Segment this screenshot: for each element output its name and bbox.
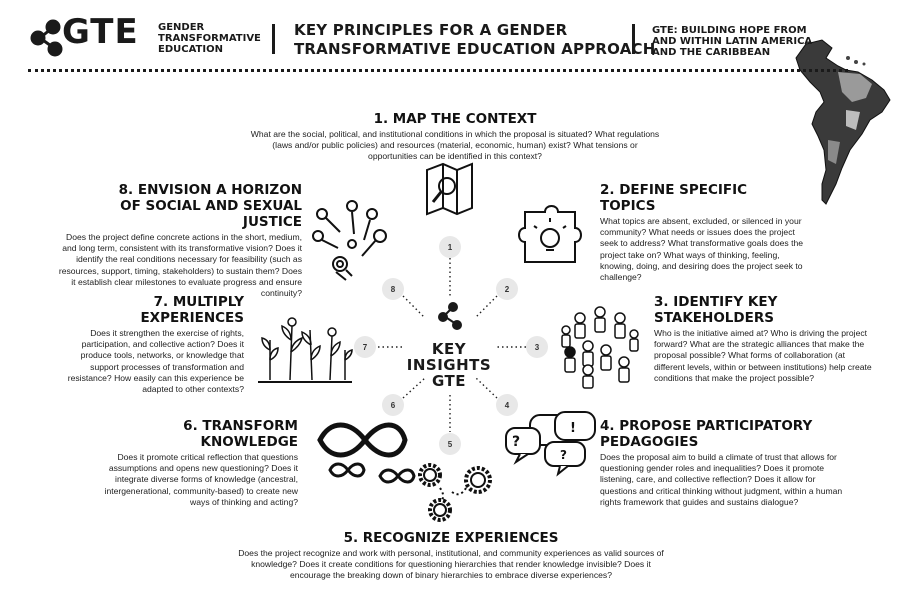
section-identify-stakeholders: 3. IDENTIFY KEY STAKEHOLDERS Who is the … [654, 294, 876, 384]
section-text: Does the project recognize and work with… [238, 548, 664, 581]
connector-lines [378, 258, 526, 432]
section-text: Who is the initiative aimed at? Who is d… [654, 328, 872, 383]
section-participatory-pedagogies: 4. PROPOSE PARTICIPATORY PEDAGOGIES Does… [600, 418, 848, 508]
map-magnifier-icon [426, 162, 473, 216]
step-number-6: 6 [382, 394, 404, 416]
speech-bubbles-icon [505, 411, 596, 477]
section-title: 4. PROPOSE PARTICIPATORY PEDAGOGIES [600, 418, 813, 450]
step-number-8: 8 [382, 278, 404, 300]
section-text: Does it strengthen the exercise of right… [67, 328, 244, 395]
step-number-1: 1 [439, 236, 461, 258]
center-network-icon [438, 302, 462, 330]
section-multiply-experiences: 7. MULTIPLY EXPERIENCES Does it strength… [56, 294, 244, 395]
section-envision-horizon: 8. ENVISION A HORIZON OF SOCIAL AND SEXU… [58, 182, 302, 299]
section-define-topics: 2. DEFINE SPECIFIC TOPICS What topics ar… [600, 182, 812, 283]
header-divider [272, 24, 275, 54]
question-mark-glyph-2: ? [560, 448, 567, 462]
section-title: 8. ENVISION A HORIZON OF SOCIAL AND SEXU… [118, 182, 302, 230]
latin-america-map-icon [795, 39, 891, 205]
section-title: 6. TRANSFORM KNOWLEDGE [183, 418, 298, 450]
page-title: KEY PRINCIPLES FOR A GENDER TRANSFORMATI… [294, 21, 656, 58]
header-divider-2 [632, 24, 635, 54]
center-key-insights: KEY INSIGHTS GTE [406, 340, 492, 390]
gears-hearts-icon [418, 463, 492, 522]
step-number-5: 5 [439, 433, 461, 455]
section-text: Does it promote critical reflection that… [104, 452, 298, 507]
section-text: Does the project define concrete actions… [58, 232, 302, 299]
section-recognize-experiences: 5. RECOGNIZE EXPERIENCES Does the projec… [235, 530, 667, 582]
question-mark-glyph: ? [512, 434, 520, 450]
header-tagline: GTE: BUILDING HOPE FROM AND WITHIN LATIN… [652, 25, 813, 58]
section-map-context: 1. MAP THE CONTEXT What are the social, … [250, 111, 660, 163]
section-text: Does the proposal aim to build a climate… [600, 452, 843, 507]
section-text: What are the social, political, and inst… [250, 129, 660, 162]
section-text: What topics are absent, excluded, or sil… [600, 216, 804, 283]
section-title: 7. MULTIPLY EXPERIENCES [140, 294, 244, 326]
logo-text: GTE [62, 12, 139, 52]
step-number-7: 7 [354, 336, 376, 358]
step-number-3: 3 [526, 336, 548, 358]
network-logo-icon [30, 19, 63, 57]
plants-icon [258, 317, 353, 383]
infinity-loops-icon [317, 422, 416, 484]
exclamation-glyph: ! [570, 421, 576, 436]
section-title: 3. IDENTIFY KEY STAKEHOLDERS [654, 294, 778, 326]
puzzle-bulb-icon [518, 205, 582, 263]
logo-subtitle: GENDER TRANSFORMATIVE EDUCATION [158, 22, 261, 55]
section-title: 2. DEFINE SPECIFIC TOPICS [600, 182, 748, 214]
section-transform-knowledge: 6. TRANSFORM KNOWLEDGE Does it promote c… [96, 418, 298, 508]
section-title: 5. RECOGNIZE EXPERIENCES [343, 530, 559, 546]
people-group-icon [561, 306, 639, 389]
header-dotted-divider [28, 69, 848, 72]
section-title: 1. MAP THE CONTEXT [373, 111, 537, 127]
step-number-4: 4 [496, 394, 518, 416]
keys-icon [312, 200, 387, 281]
step-number-2: 2 [496, 278, 518, 300]
